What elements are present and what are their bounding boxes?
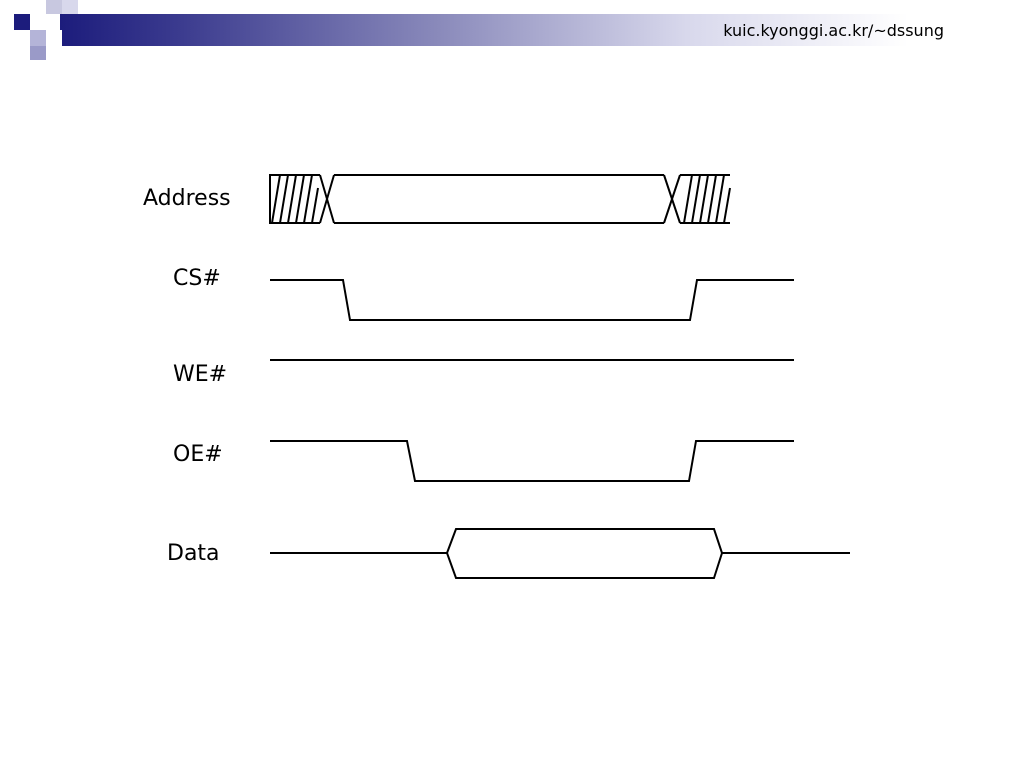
address-transition xyxy=(319,174,335,224)
header-square xyxy=(14,14,30,30)
data-valid-window xyxy=(445,528,724,579)
address-hatch xyxy=(723,187,731,224)
header-gradient-band xyxy=(60,14,1024,46)
address-hatch xyxy=(683,174,693,224)
signal-label-we: WE# xyxy=(173,362,228,387)
header-decoration: kuic.kyonggi.ac.kr/~dssung xyxy=(0,0,1024,60)
address-hatch xyxy=(279,174,289,224)
header-square xyxy=(62,0,78,14)
source-url: kuic.kyonggi.ac.kr/~dssung xyxy=(723,21,944,40)
address-hatch xyxy=(707,174,717,224)
signal-label-address: Address xyxy=(143,186,231,211)
address-hatch xyxy=(699,174,709,224)
header-square xyxy=(30,30,46,46)
oe-waveform xyxy=(270,440,794,482)
address-waveform xyxy=(269,174,731,224)
data-waveform xyxy=(270,528,850,579)
signal-label-oe: OE# xyxy=(173,442,223,467)
signal-label-data: Data xyxy=(167,541,220,566)
header-square xyxy=(30,14,46,30)
address-hatch xyxy=(287,174,297,224)
address-hatch xyxy=(271,174,281,224)
address-hatch xyxy=(295,174,305,224)
address-hatch xyxy=(311,187,319,224)
address-transition xyxy=(663,174,681,224)
signal-label-cs: CS# xyxy=(173,266,221,291)
header-square xyxy=(30,46,46,60)
address-hatch xyxy=(715,174,725,224)
address-hatch xyxy=(303,174,313,224)
header-square xyxy=(46,0,62,14)
header-square xyxy=(14,30,30,46)
address-hatch xyxy=(691,174,701,224)
cs-waveform xyxy=(270,279,794,321)
header-square xyxy=(46,30,62,46)
